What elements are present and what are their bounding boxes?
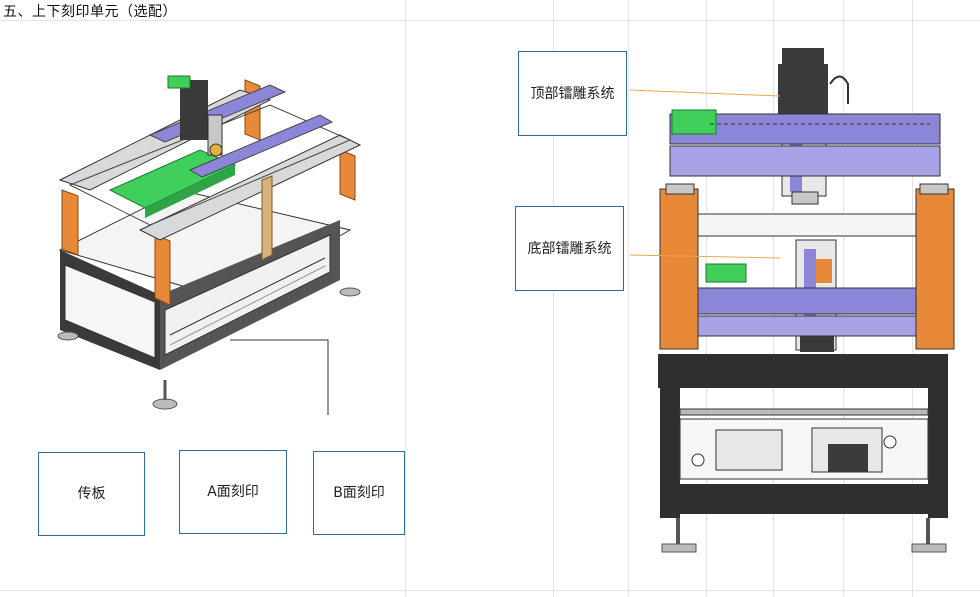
label-box-conveyor: 传板 — [38, 452, 145, 536]
grid-line — [0, 20, 980, 21]
section-title: 五、上下刻印单元（选配） — [3, 4, 177, 20]
label-box-bottom-laser-system: 底部镭雕系统 — [515, 206, 624, 291]
leader-lines — [629, 89, 781, 259]
label-box-side-b: B面刻印 — [313, 451, 405, 535]
isometric-machine-illustration — [57, 75, 362, 415]
grid-line — [628, 0, 629, 597]
label-box-top-laser-system: 顶部镭雕系统 — [518, 51, 627, 136]
label-box-side-a: A面刻印 — [179, 450, 287, 534]
grid-line — [0, 590, 980, 591]
front-elevation-illustration — [658, 48, 955, 553]
grid-line — [553, 0, 554, 597]
grid-line — [405, 0, 406, 597]
